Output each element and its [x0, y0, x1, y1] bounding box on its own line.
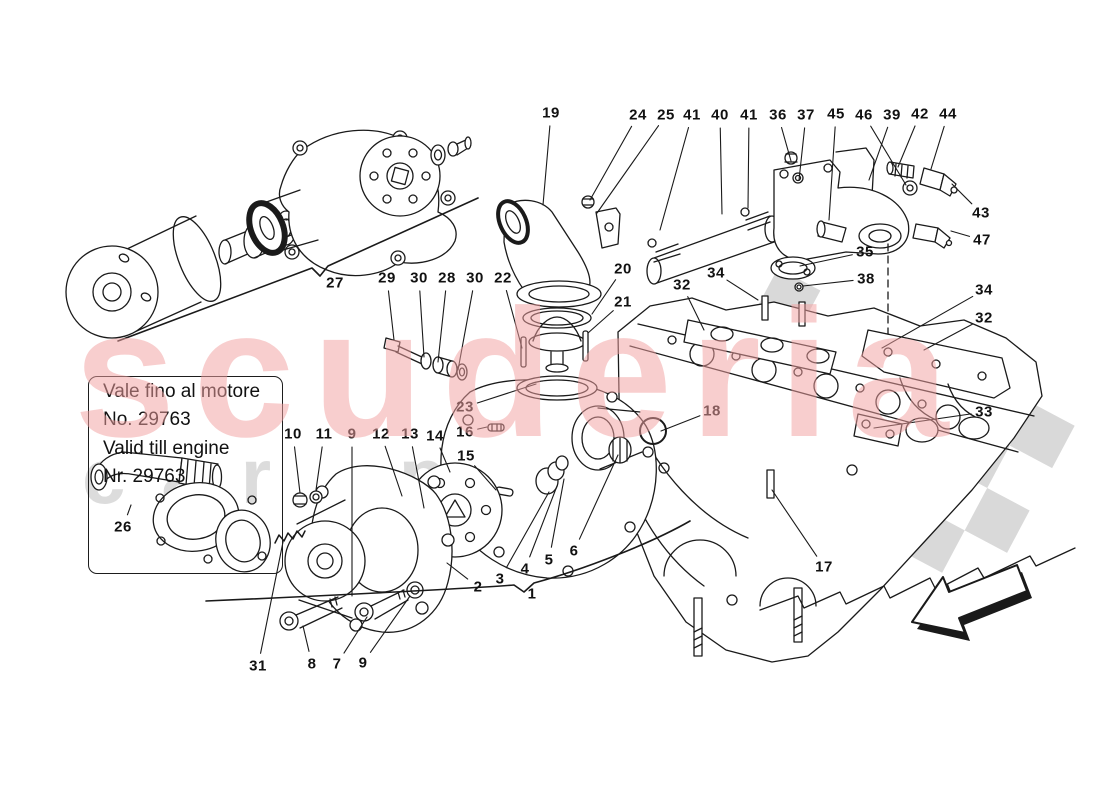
callout-label-43: 43	[972, 204, 990, 222]
callout-label-41: 41	[740, 106, 758, 124]
bracket-1	[205, 520, 691, 602]
callout-label-27: 27	[326, 274, 344, 292]
callout-label-34: 34	[707, 264, 725, 282]
note-line-italian: Vale fino al motore	[103, 381, 261, 402]
callout-leader-lines	[126, 125, 974, 654]
callout-label-26: 26	[114, 518, 132, 536]
callout-label-30: 30	[466, 269, 484, 287]
callout-label-33: 33	[975, 403, 993, 421]
bracket-27	[117, 197, 479, 342]
note-box-part-drawing	[90, 451, 271, 573]
thermostat-stack-drawing	[496, 195, 621, 373]
water-manifold-center-drawing	[683, 295, 837, 375]
callout-label-46: 46	[855, 106, 873, 124]
callout-label-40: 40	[711, 106, 729, 124]
callout-label-44: 44	[939, 105, 957, 123]
callout-label-8: 8	[307, 655, 317, 673]
callout-label-4: 4	[520, 560, 530, 578]
callout-label-24: 24	[629, 106, 647, 124]
callout-label-30: 30	[410, 269, 428, 287]
callout-label-32: 32	[975, 309, 993, 327]
callout-label-18: 18	[703, 402, 721, 420]
callout-label-42: 42	[911, 105, 929, 123]
callout-label-34: 34	[975, 281, 993, 299]
callout-label-15: 15	[457, 447, 475, 465]
direction-arrow	[911, 564, 1032, 641]
callout-label-14: 14	[426, 427, 444, 445]
callout-label-20: 20	[614, 260, 632, 278]
callout-label-6: 6	[569, 542, 579, 560]
callout-label-23: 23	[456, 398, 474, 416]
callout-label-9: 9	[347, 425, 357, 443]
outlet-housing-drawing	[770, 147, 958, 335]
callout-label-17: 17	[815, 558, 833, 576]
callout-label-38: 38	[857, 270, 875, 288]
callout-label-47: 47	[973, 231, 991, 249]
callout-label-29: 29	[378, 269, 396, 287]
callout-label-35: 35	[856, 243, 874, 261]
water-manifold-right-drawing	[853, 329, 1011, 447]
callout-label-3: 3	[495, 570, 505, 588]
callout-label-16: 16	[456, 423, 474, 441]
callout-label-19: 19	[542, 104, 560, 122]
callout-label-11: 11	[315, 425, 333, 443]
callout-label-39: 39	[883, 106, 901, 124]
callout-label-2: 2	[473, 578, 483, 596]
callout-label-31: 31	[249, 657, 267, 675]
note-engine-number-english: Nr. 29763	[103, 466, 186, 487]
note-box: Vale fino al motore No. 29763 Valid till…	[88, 376, 283, 574]
callout-label-5: 5	[544, 551, 554, 569]
callout-label-22: 22	[494, 269, 512, 287]
callout-label-36: 36	[769, 106, 787, 124]
note-engine-number-italian: No. 29763	[103, 409, 191, 430]
note-line-english: Valid till engine	[103, 438, 230, 459]
callout-label-13: 13	[401, 425, 419, 443]
callout-label-9: 9	[358, 654, 368, 672]
exploded-water-pump-drawing	[65, 129, 472, 339]
callout-label-1: 1	[527, 585, 537, 603]
callout-label-28: 28	[438, 269, 456, 287]
callout-label-21: 21	[614, 293, 632, 311]
callout-label-45: 45	[827, 105, 845, 123]
callout-label-37: 37	[797, 106, 815, 124]
callout-label-41: 41	[683, 106, 701, 124]
callout-label-10: 10	[284, 425, 302, 443]
callout-label-32: 32	[673, 276, 691, 294]
callout-label-25: 25	[657, 106, 675, 124]
callout-label-7: 7	[332, 655, 342, 673]
callout-label-12: 12	[372, 425, 390, 443]
